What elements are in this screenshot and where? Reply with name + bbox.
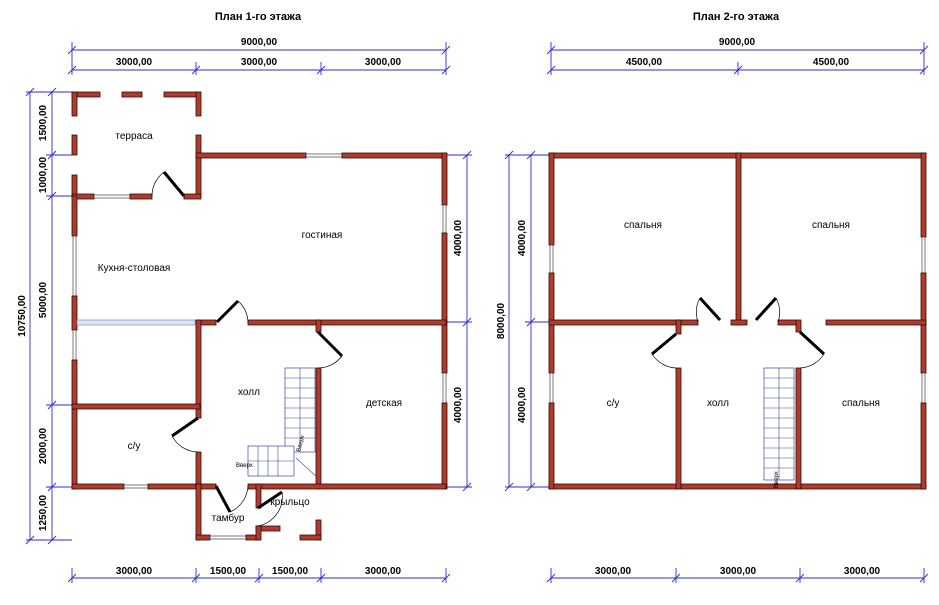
plan1-dim-left-total: 10750,00 — [17, 295, 28, 337]
plan2-dim-bottom-3: 3000,00 — [844, 566, 881, 577]
plan1-dim-right-1: 4000,00 — [453, 219, 464, 256]
plan2-dim-total: 9000,00 — [719, 37, 756, 48]
plan1-dim-top-2: 3000,00 — [241, 57, 278, 68]
plan1-dim-left-5: 1250,00 — [38, 494, 49, 531]
plan1-dim-bottom-4: 3000,00 — [365, 566, 402, 577]
plan1-bottom-dimensions — [67, 568, 451, 583]
plan2-room-bedroom-2: спальня — [812, 220, 850, 231]
plan2-dim-left-1: 4000,00 — [517, 219, 528, 256]
plan1-dim-bottom-1: 3000,00 — [116, 566, 153, 577]
plan1-staircase — [247, 367, 319, 479]
plan2-walls — [548, 152, 927, 490]
plan2-dim-bottom-1: 3000,00 — [595, 566, 632, 577]
plan2-room-bath: с/у — [607, 398, 620, 409]
plan1-room-vestibule: тамбур — [212, 512, 245, 524]
plan1-left-dimensions — [25, 87, 72, 545]
plan1-room-living: гостиная — [302, 230, 343, 241]
plan2-left-dimensions — [504, 150, 551, 492]
plan1-room-hall: холл — [238, 387, 260, 398]
plan1-dim-left-1: 1500,00 — [38, 104, 49, 141]
plan1-room-kitchen: Кухня-столовая — [98, 263, 171, 274]
plan1-dim-total: 9000,00 — [241, 37, 278, 48]
plan2-stair-up-label: Вверх — [774, 471, 780, 488]
plan1-right-dimensions — [446, 150, 472, 492]
plan1-stair-up-label-1: Вверх — [236, 463, 253, 469]
plan2-room-bedroom-1: спальня — [624, 220, 662, 231]
plan1-stair-up-label-2: Вверх — [296, 435, 306, 453]
plan1-room-porch: крыльцо — [270, 497, 310, 508]
plan2-dim-left-2: 4000,00 — [517, 386, 528, 423]
plan1-dim-right-2: 4000,00 — [453, 386, 464, 423]
plan2-title: План 2-го этажа — [693, 11, 780, 23]
plan2-dim-left-total: 8000,00 — [496, 302, 507, 339]
plan1-dim-bottom-2: 1500,00 — [210, 566, 247, 577]
plan1-dim-bottom-3: 1500,00 — [272, 566, 309, 577]
plan1-room-terrace: терраса — [115, 131, 153, 142]
plan1-room-bath: с/у — [128, 441, 141, 452]
plan1-room-kids: детская — [366, 398, 402, 409]
plan2-bottom-dimensions — [546, 568, 929, 583]
plan2-doors — [651, 296, 826, 369]
plan1-title: План 1-го этажа — [215, 11, 302, 23]
plan1-top-dimensions — [67, 42, 451, 75]
plan2-room-hall: холл — [707, 398, 729, 409]
plan1-dim-left-2: 1000,00 — [38, 156, 49, 193]
plan1-dim-top-1: 3000,00 — [116, 57, 153, 68]
plan1-doors — [151, 171, 344, 527]
plan2-staircase — [763, 367, 795, 481]
plan1-dim-left-3: 5000,00 — [38, 281, 49, 318]
plan2-dim-top-2: 4500,00 — [813, 57, 850, 68]
plan1-dim-left-4: 2000,00 — [38, 427, 49, 464]
plan1-dim-top-3: 3000,00 — [365, 57, 402, 68]
plan2-dim-top-1: 4500,00 — [626, 57, 663, 68]
plan2-top-dimensions — [546, 42, 929, 75]
plan2-room-bedroom-3: спальня — [842, 398, 880, 409]
plan2-dim-bottom-2: 3000,00 — [720, 566, 757, 577]
